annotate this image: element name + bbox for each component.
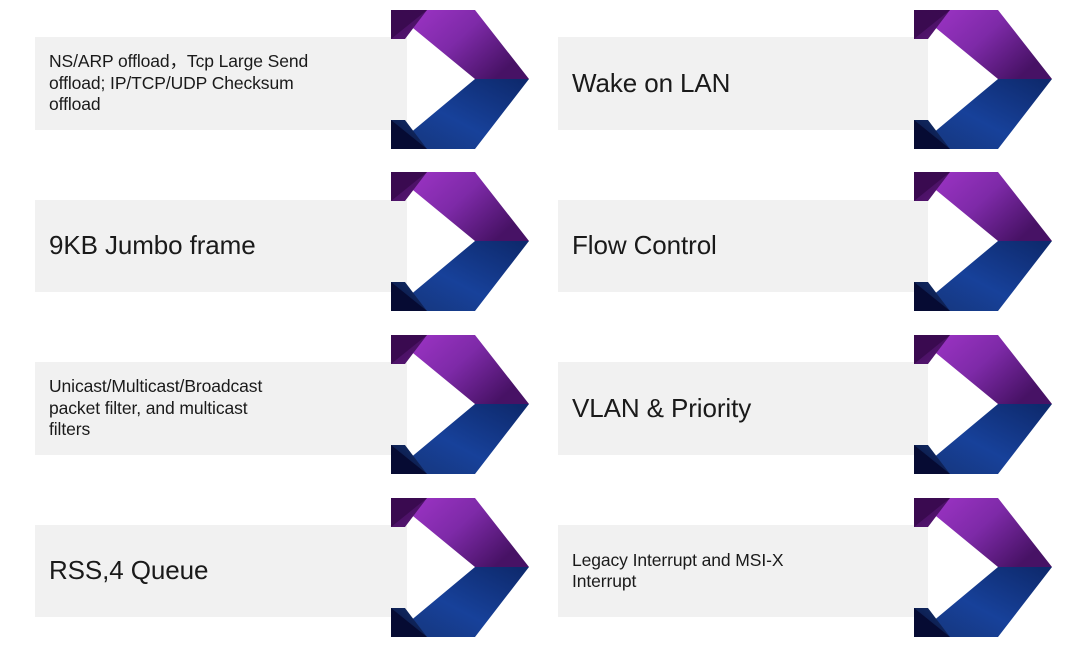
chevron-label-jumbo-frame: 9KB Jumbo frame	[49, 230, 256, 261]
chevron-arrow-icon-flow-control	[914, 172, 1052, 311]
chevron-label-packet-filter: Unicast/Multicast/Broadcast packet filte…	[49, 376, 263, 440]
chevron-arrow-icon-vlan-priority	[914, 335, 1052, 474]
chevron-arrow-icon-offload	[391, 10, 529, 149]
chevron-label-rss-queue: RSS,4 Queue	[49, 555, 209, 586]
chevron-label-wake-on-lan: Wake on LAN	[572, 67, 731, 98]
chevron-arrow-icon-wake-on-lan	[914, 10, 1052, 149]
chevron-arrow-icon-rss-queue	[391, 498, 529, 637]
chevron-label-flow-control: Flow Control	[572, 230, 717, 261]
label-plate-flow-control: Flow Control	[558, 200, 928, 292]
label-plate-vlan-priority: VLAN & Priority	[558, 362, 928, 455]
label-plate-jumbo-frame: 9KB Jumbo frame	[35, 200, 407, 292]
chevron-label-vlan-priority: VLAN & Priority	[572, 392, 752, 423]
chevron-arrow-icon-packet-filter	[391, 335, 529, 474]
label-plate-interrupt: Legacy Interrupt and MSI-X Interrupt	[558, 525, 928, 617]
label-plate-offload: NS/ARP offload，Tcp Large Send offload; I…	[35, 37, 407, 130]
chevron-label-interrupt: Legacy Interrupt and MSI-X Interrupt	[572, 549, 784, 591]
label-plate-rss-queue: RSS,4 Queue	[35, 525, 407, 617]
chevron-arrow-icon-interrupt	[914, 498, 1052, 637]
label-plate-packet-filter: Unicast/Multicast/Broadcast packet filte…	[35, 362, 407, 455]
chevron-label-offload: NS/ARP offload，Tcp Large Send offload; I…	[49, 51, 309, 115]
chevron-arrow-icon-jumbo-frame	[391, 172, 529, 311]
label-plate-wake-on-lan: Wake on LAN	[558, 37, 928, 130]
